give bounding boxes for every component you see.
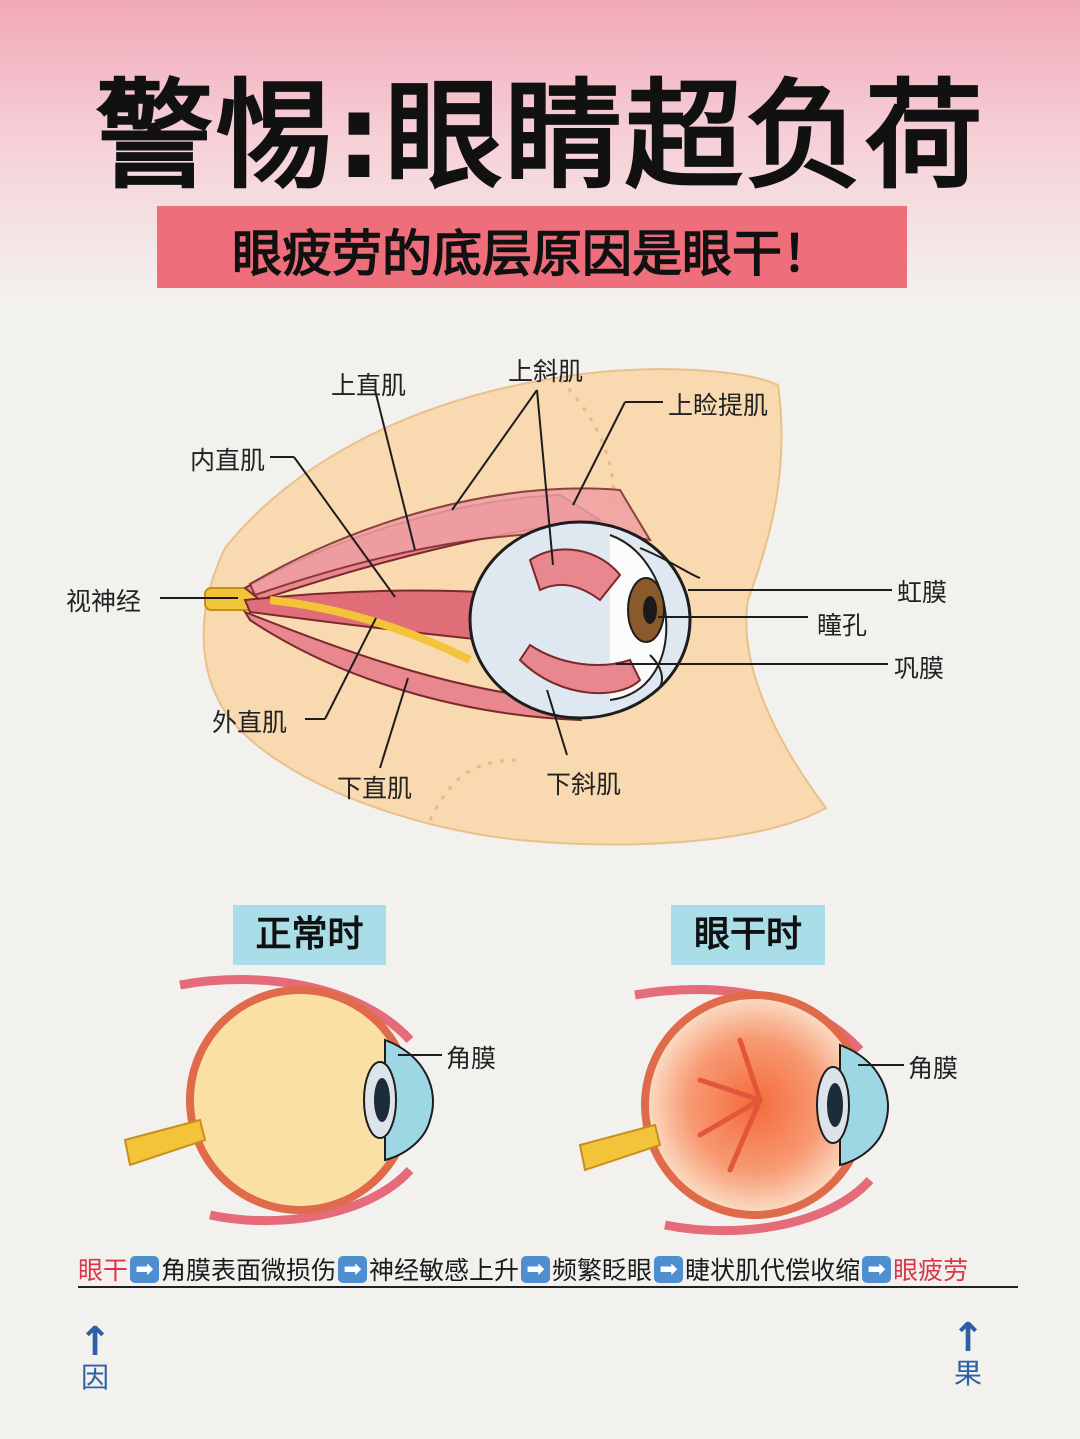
label-cornea-dry: 角膜 <box>908 1054 959 1083</box>
label-inferior-rectus: 下直肌 <box>337 774 413 803</box>
subtitle-banner <box>157 206 907 288</box>
leader-lines <box>160 389 892 769</box>
chain-step-1: 眼干 <box>78 1256 129 1285</box>
normal-eye-illustration <box>123 975 442 1226</box>
label-optic-nerve: 视神经 <box>66 587 142 616</box>
subtitle: 眼疲劳的底层原因是眼干！ <box>232 225 832 283</box>
tag-dry-eye: 眼干时 <box>671 905 825 965</box>
nerve-strand <box>269 596 472 664</box>
dry-eye-illustration <box>578 985 904 1236</box>
label-superior-rectus: 上直肌 <box>331 371 407 400</box>
right-arrow-icon: ➡ <box>654 1255 684 1283</box>
effect-label: 果 <box>953 1357 982 1390</box>
effect-marker: ↑ 果 <box>948 1318 988 1390</box>
label-levator: 上睑提肌 <box>668 391 769 420</box>
right-arrow-icon: ➡ <box>338 1255 368 1283</box>
pupil-shape <box>643 596 657 624</box>
label-inferior-oblique: 下斜肌 <box>546 770 622 799</box>
label-cornea-normal: 角膜 <box>446 1044 497 1073</box>
cause-effect-chain: 眼干 ➡ 角膜表面微损伤 ➡ 神经敏感上升 ➡ 频繁眨眼 ➡ 睫状肌代偿收缩 ➡… <box>78 1252 1018 1288</box>
page-title: 警惕:眼睛超负荷 <box>95 67 985 205</box>
label-sclera: 巩膜 <box>894 654 945 683</box>
chain-step-2: 角膜表面微损伤 <box>161 1256 337 1285</box>
right-arrow-icon: ➡ <box>862 1255 892 1283</box>
right-arrow-icon: ➡ <box>521 1255 551 1283</box>
cause-marker: ↑ 因 <box>75 1322 115 1394</box>
label-iris: 虹膜 <box>897 578 948 607</box>
chain-step-4: 频繁眨眼 <box>552 1256 653 1285</box>
label-superior-oblique: 上斜肌 <box>508 357 584 386</box>
label-lateral-rectus: 外直肌 <box>212 708 288 737</box>
chain-step-3: 神经敏感上升 <box>369 1256 520 1285</box>
upper-eyelid <box>639 547 701 579</box>
chain-step-5: 睫状肌代偿收缩 <box>685 1256 861 1285</box>
up-arrow-icon: ↑ <box>951 1315 985 1361</box>
levator-muscle <box>248 487 652 597</box>
label-pupil: 瞳孔 <box>817 611 868 640</box>
lower-eyelid <box>649 654 663 693</box>
inferior-oblique-tendon <box>518 643 642 695</box>
bone-texture-2 <box>428 758 521 821</box>
cause-label: 因 <box>80 1361 109 1394</box>
label-medial-rectus: 内直肌 <box>190 446 266 475</box>
tag-normal: 正常时 <box>233 905 386 965</box>
inferior-muscle <box>242 609 583 722</box>
up-arrow-icon: ↑ <box>78 1319 112 1365</box>
right-arrow-icon: ➡ <box>130 1255 160 1283</box>
chain-step-6: 眼疲劳 <box>893 1256 969 1285</box>
